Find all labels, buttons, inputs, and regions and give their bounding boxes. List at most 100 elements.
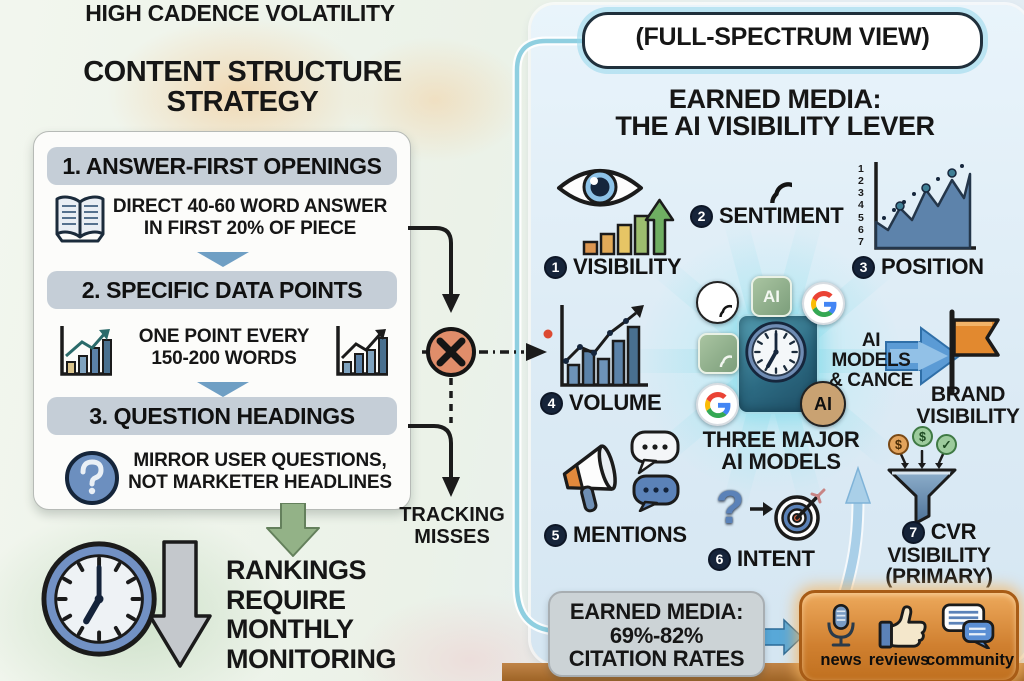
brand-visibility-label: BRAND VISIBILITY (912, 384, 1024, 428)
thumbs-up-icon (878, 605, 927, 649)
content-strategy-panel: 1. ANSWER-FIRST OPENINGS DIRECT 40-60 WO… (33, 131, 411, 510)
monitoring-line1: RANKINGS (226, 555, 367, 585)
question-mark-icon: ? (716, 481, 745, 533)
google-circle-logo (696, 383, 739, 426)
metric-1-badge: 1 (544, 255, 567, 279)
models-arrow-line2: & CANCE (829, 370, 913, 391)
monitoring-line4: MONITORING (226, 643, 397, 674)
growth-bar-chart-icon (60, 326, 112, 376)
metric-2-label: SENTIMENT (719, 203, 844, 228)
channel-news-label: news (820, 651, 862, 669)
google-g-icon (705, 392, 731, 418)
metric-6-label: INTENT (737, 546, 815, 571)
metric-visibility: 1 VISIBILITY (544, 254, 682, 280)
position-axis-ticks: 1 2 3 4 5 6 7 (858, 164, 864, 248)
metric-cvr-row: 7 CVR (866, 519, 1012, 545)
question-circle-icon (65, 451, 119, 505)
citation-line1: EARNED MEDIA: (569, 599, 744, 624)
megaphone-icon (562, 444, 617, 513)
panel-item-3-detail: MIRROR USER QUESTIONS, NOT MARKETER HEAD… (126, 450, 394, 494)
brand-label-line2: VISIBILITY (916, 405, 1020, 428)
earned-media-title-line1: EARNED MEDIA: (668, 84, 882, 114)
metric-sentiment: 2 SENTIMENT (690, 203, 844, 229)
metric-1-label: VISIBILITY (573, 254, 682, 279)
chat-bubbles-icon (630, 430, 680, 512)
metric-2-badge: 2 (690, 204, 713, 228)
content-strategy-title: CONTENT STRUCTURE STRATEGY (35, 57, 450, 117)
content-strategy-title-line2: STRATEGY (166, 86, 319, 118)
tick-2: 2 (858, 175, 864, 188)
open-book-icon (55, 195, 105, 243)
chat-bubbles-icon (941, 603, 995, 649)
dollar-coin-icon: $ (888, 434, 909, 455)
panel-item-1-detail-line2: IN FIRST 20% OF PIECE (143, 218, 357, 239)
models-arrow-line1: AI MODELS (831, 330, 911, 371)
openai-logo-icon (744, 155, 792, 203)
metric-5-label: MENTIONS (573, 522, 687, 547)
clock-icon (41, 541, 157, 657)
check-coin-icon: ✓ (936, 434, 957, 455)
citation-line3: CITATION RATES (568, 646, 745, 671)
metric-3-label: POSITION (881, 254, 984, 279)
tick-3: 3 (858, 187, 864, 200)
gray-down-arrow-icon (152, 540, 212, 668)
arrowhead-down-icon (442, 477, 460, 497)
channel-community-label: community (926, 651, 1015, 669)
metric-5-badge: 5 (544, 523, 567, 547)
panel-item-3-heading: 3. QUESTION HEADINGS (47, 397, 397, 435)
metric-3-badge: 3 (852, 255, 875, 279)
ai-badge: AI (751, 276, 792, 317)
tracking-line2: MISSES (414, 526, 490, 548)
earned-media-title: EARNED MEDIA: THE AI VISIBILITY LEVER (555, 86, 995, 140)
target-bullseye-icon (774, 488, 826, 541)
panel-item-1-heading: 1. ANSWER-FIRST OPENINGS (47, 147, 397, 185)
ai-models-arrow-label: AI MODELS & CANCE (824, 331, 918, 391)
tracking-misses-label: TRACKING MISSES (396, 504, 508, 548)
metric-volume: 4 VOLUME (540, 390, 662, 416)
earned-media-title-line2: THE AI VISIBILITY LEVER (615, 111, 935, 141)
google-circle-logo (802, 282, 845, 325)
tick-4: 4 (858, 199, 864, 212)
metric-position: 3 POSITION (852, 254, 984, 280)
down-triangle-icon (197, 382, 249, 397)
metric-mentions: 5 MENTIONS (544, 522, 687, 548)
panel-item-2-detail-line1: ONE POINT EVERY (138, 326, 310, 347)
panel-item-3-detail-line1: MIRROR USER QUESTIONS, (133, 450, 387, 471)
x-miss-marker-icon (426, 327, 476, 377)
metric-4-badge: 4 (540, 391, 563, 415)
metric-7-label-line2: VISIBILITY (887, 544, 991, 567)
panel-item-3-detail-line2: NOT MARKETER HEADLINES (128, 472, 392, 493)
citation-rates-box: EARNED MEDIA: 69%-82% CITATION RATES (548, 591, 765, 677)
microphone-icon (827, 603, 855, 647)
monitoring-line2: REQUIRE (226, 584, 346, 615)
tick-7: 7 (858, 235, 864, 248)
x-glyph (436, 337, 466, 367)
channel-reviews-label: reviews (868, 651, 930, 669)
panel-item-2-detail: ONE POINT EVERY 150-200 WORDS (119, 326, 329, 370)
tick-6: 6 (858, 223, 864, 236)
metric-6-badge: 6 (708, 547, 731, 571)
monitoring-callout: RANKINGS REQUIRE MONTHLY MONITORING (226, 555, 421, 674)
center-label-line1: THREE MAJOR (702, 427, 860, 452)
openai-square-logo (698, 333, 739, 374)
volume-bar-chart-icon (560, 305, 648, 387)
flow-line-item3-to-tracking (408, 424, 453, 479)
growth-bar-chart-icon (336, 326, 388, 376)
openai-logo-icon (705, 340, 732, 367)
metric-4-label: VOLUME (569, 390, 662, 415)
funnel-icon (887, 450, 957, 525)
anthropic-logo: AI (800, 381, 846, 427)
center-label-line2: AI MODELS (721, 449, 841, 474)
panel-item-2-heading: 2. SPECIFIC DATA POINTS (47, 271, 397, 309)
growth-bars-arrow-icon (582, 198, 675, 256)
openai-logo-icon (704, 289, 732, 317)
panel-item-1-detail-line1: DIRECT 40-60 WORD ANSWER (112, 196, 388, 217)
arrowhead-down-icon (442, 294, 460, 313)
clock-chip-icon (745, 321, 807, 383)
tick-1: 1 (858, 163, 864, 175)
tick-5: 5 (858, 211, 864, 224)
metric-7-label-line3: (PRIMARY) (885, 565, 993, 588)
tracking-line1: TRACKING (399, 504, 505, 526)
dollar-coin-icon: $ (912, 426, 933, 447)
